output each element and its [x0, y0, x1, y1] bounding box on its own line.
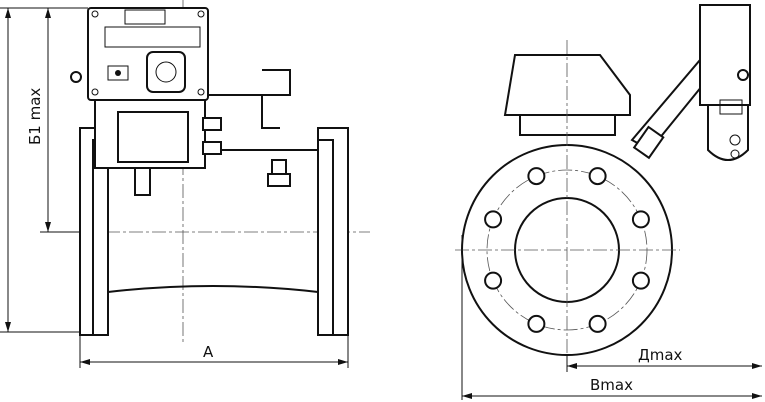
button-pad — [146, 51, 186, 93]
cable-gland-2 — [202, 141, 222, 155]
cable-gland-1 — [202, 117, 222, 131]
bolt-hole — [527, 167, 546, 186]
bolt-hole — [631, 210, 650, 229]
side-view: Б1 max A — [0, 0, 370, 368]
side-bracket — [707, 104, 749, 161]
bolt-hole — [484, 210, 503, 229]
lcd-display — [104, 26, 201, 48]
port-dot — [115, 70, 121, 76]
length-label: A — [203, 343, 214, 361]
meter-head-front — [503, 54, 631, 116]
button — [155, 61, 177, 83]
seal-icon — [70, 71, 82, 83]
label-plate — [719, 99, 743, 115]
ground-screw-icon — [729, 134, 741, 146]
right-flange-hub — [317, 139, 334, 336]
pressure-nozzle — [271, 159, 287, 175]
side-housing — [699, 4, 751, 106]
seal-icon — [737, 69, 749, 81]
height-label: Б1 max — [26, 88, 44, 145]
gland — [632, 125, 665, 160]
bolt-hole — [484, 271, 503, 290]
screw-icon — [197, 10, 205, 18]
bolt-holes — [484, 167, 650, 333]
electronics-cover — [117, 111, 189, 163]
screw-icon — [91, 10, 99, 18]
b-label: Вmax — [590, 376, 633, 394]
left-flange-hub — [92, 139, 109, 336]
stem — [134, 164, 151, 196]
d-label: Дmax — [638, 346, 683, 364]
bolt-hole — [631, 271, 650, 290]
front-view: Дmax Вmax — [455, 4, 762, 400]
screw-icon — [730, 149, 740, 159]
screw-icon — [197, 88, 205, 96]
bolt-hole — [588, 314, 607, 333]
nozzle-nut — [267, 173, 291, 187]
top-tab — [124, 9, 166, 25]
bolt-hole — [588, 167, 607, 186]
optical-port — [107, 65, 129, 81]
bracket — [205, 69, 291, 129]
screw-icon — [91, 88, 99, 96]
bolt-hole — [527, 314, 546, 333]
neck — [519, 114, 616, 136]
